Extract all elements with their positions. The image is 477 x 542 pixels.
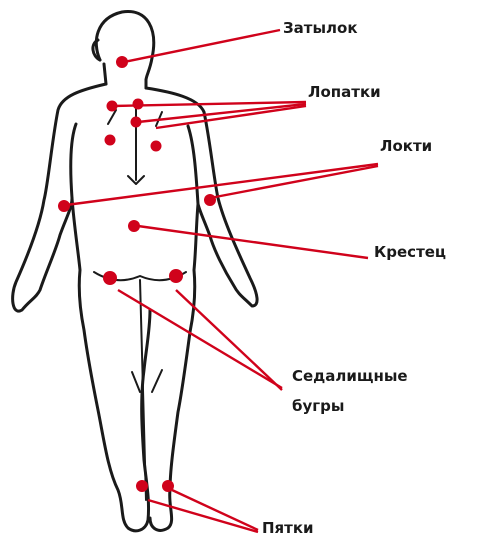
pointer-sacrum bbox=[138, 226, 368, 258]
label-heels: Пятки bbox=[262, 520, 314, 537]
marker-ischial-left bbox=[103, 271, 117, 285]
marker-occiput bbox=[116, 56, 128, 68]
pointer-elbow-left bbox=[66, 164, 378, 205]
marker-heel-right bbox=[162, 480, 174, 492]
neck-outline bbox=[104, 64, 146, 88]
right-inner-arm bbox=[188, 126, 198, 204]
pointer-occiput bbox=[124, 30, 280, 62]
markers bbox=[58, 56, 216, 492]
marker-scapula-upper-left bbox=[107, 101, 118, 112]
marker-ischial-right bbox=[169, 269, 183, 283]
marker-scapula-lower-left bbox=[105, 135, 116, 146]
marker-elbow-right bbox=[204, 194, 216, 206]
label-shoulder-blades: Лопатки bbox=[308, 84, 381, 101]
marker-elbow-left bbox=[58, 200, 70, 212]
label-ischial-line1: Седалищные bbox=[292, 368, 408, 385]
marker-scapula-lower-right bbox=[151, 141, 162, 152]
marker-scapula-upper-right bbox=[133, 99, 144, 110]
label-ischial-line2: бугры bbox=[292, 398, 344, 415]
label-occiput: Затылок bbox=[283, 20, 358, 37]
label-elbows: Локти bbox=[380, 138, 432, 155]
marker-heel-left bbox=[136, 480, 148, 492]
pointer-ischial-right bbox=[176, 290, 282, 390]
body-outline bbox=[13, 12, 257, 531]
left-inner-arm bbox=[71, 124, 76, 198]
left-body-outline bbox=[13, 84, 150, 531]
marker-scapula-mid bbox=[131, 117, 142, 128]
label-sacrum: Крестец bbox=[374, 244, 446, 261]
marker-sacrum bbox=[128, 220, 140, 232]
knee-detail bbox=[132, 370, 162, 392]
spine-line bbox=[128, 100, 144, 184]
right-body-outline bbox=[146, 88, 257, 530]
